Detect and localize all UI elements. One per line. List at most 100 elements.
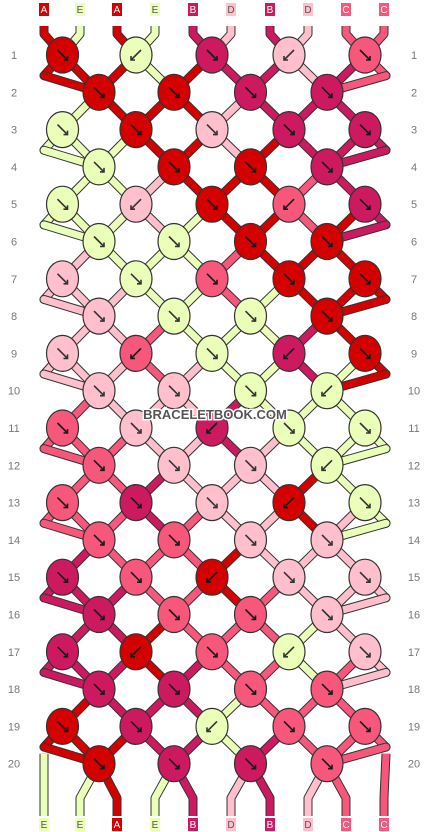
arrow-down-right-icon — [93, 608, 105, 621]
arrow-down-right-icon — [206, 273, 218, 285]
row-number-left: 1 — [11, 50, 17, 62]
arrow-down-right-icon — [56, 646, 69, 658]
arrow-down-right-icon — [130, 124, 142, 136]
row-number-left: 2 — [11, 87, 17, 99]
arrow-head — [137, 503, 142, 509]
knot — [45, 260, 80, 298]
row-number-left: 10 — [8, 386, 20, 398]
top-strand-label-bg — [112, 3, 122, 16]
bottom-strand-label: D — [227, 820, 234, 831]
arrow-down-left-icon — [283, 646, 295, 658]
row-number-right: 10 — [408, 386, 420, 398]
arrow-down-left-icon — [283, 347, 295, 359]
row-number-right: 11 — [408, 423, 419, 435]
arrow-head — [366, 279, 371, 285]
arrow-head — [213, 56, 218, 61]
arrow-head — [213, 652, 218, 658]
arrow-down-right-icon — [93, 758, 105, 770]
arrow-head — [137, 429, 142, 434]
bottom-strand-label: E — [77, 820, 84, 831]
row-number-left: 16 — [8, 610, 20, 622]
arrow-down-left-icon — [283, 497, 295, 509]
row-number-right: 17 — [408, 647, 420, 659]
arrow-head — [137, 578, 142, 583]
knot — [119, 334, 153, 372]
knot — [82, 148, 116, 186]
arrow-head — [63, 429, 69, 434]
row-number-right: 4 — [411, 162, 417, 174]
arrow-down-right-icon — [168, 161, 180, 173]
arrow-head — [366, 205, 371, 210]
arrow-down-left-icon — [130, 347, 142, 359]
bottom-strand-label: B — [190, 820, 197, 831]
arrow-down-right-icon — [321, 534, 333, 546]
arrow-head — [366, 652, 371, 658]
arrow-head — [251, 615, 257, 621]
bottom-strand-label: C — [342, 820, 349, 831]
top-strand-label-bg — [303, 3, 313, 16]
knot — [157, 222, 191, 261]
arrow-head — [321, 391, 326, 397]
arrow-head — [213, 354, 218, 360]
knot — [45, 484, 80, 522]
arrow-head — [100, 690, 105, 695]
knot — [157, 521, 191, 559]
knot — [119, 409, 153, 447]
arrow-head — [63, 279, 69, 285]
knot — [82, 595, 116, 634]
arrow-head — [63, 56, 69, 61]
arrow-head — [100, 391, 105, 397]
arrow-down-right-icon — [283, 273, 295, 285]
row-number-right: 3 — [411, 125, 417, 137]
arrow-head — [130, 652, 135, 658]
arrow-head — [63, 578, 69, 583]
bottom-strand — [380, 753, 390, 816]
arrow-head — [366, 578, 371, 583]
arrow-down-right-icon — [56, 49, 69, 61]
knot — [82, 222, 116, 261]
arrow-head — [251, 167, 257, 173]
bottom-strand-label: D — [304, 820, 311, 831]
row-number-left: 17 — [8, 647, 20, 659]
row-number-right: 18 — [408, 684, 420, 696]
arrow-head — [328, 167, 333, 173]
arrow-head — [175, 167, 180, 173]
bottom-strand-label-bg — [75, 818, 85, 831]
row-number-left: 6 — [11, 237, 17, 249]
arrow-head — [251, 764, 257, 770]
arrow-down-right-icon — [168, 608, 180, 621]
arrow-down-right-icon — [359, 571, 371, 583]
arrow-down-right-icon — [359, 347, 371, 359]
knot — [157, 595, 191, 634]
arrow-down-left-icon — [130, 49, 142, 61]
row-number-right: 14 — [408, 535, 420, 547]
bottom-strand-label-bg — [226, 818, 236, 831]
top-strand-label-bg — [75, 3, 85, 16]
knot — [119, 36, 153, 74]
arrow-down-right-icon — [244, 385, 257, 397]
row-number-left: 14 — [8, 535, 20, 547]
arrow-head — [328, 317, 333, 322]
knot — [233, 446, 268, 484]
knot — [157, 670, 191, 708]
arrow-down-right-icon — [359, 422, 371, 434]
arrow-head — [175, 242, 180, 248]
knot — [272, 185, 306, 223]
knot — [272, 707, 306, 746]
knot — [82, 521, 116, 559]
knot — [348, 111, 382, 149]
row-number-right: 5 — [411, 199, 417, 211]
row-number-left: 3 — [11, 125, 17, 137]
row-number-left: 11 — [8, 423, 19, 435]
arrow-head — [251, 391, 257, 397]
arrow-head — [290, 578, 295, 583]
arrow-head — [213, 279, 218, 285]
knot — [348, 633, 382, 671]
arrow-head — [366, 727, 371, 733]
top-strand-label: C — [380, 5, 387, 16]
knot — [272, 484, 306, 522]
arrow-down-right-icon — [359, 720, 371, 732]
top-strand-label: B — [190, 5, 197, 16]
knot — [119, 111, 153, 149]
